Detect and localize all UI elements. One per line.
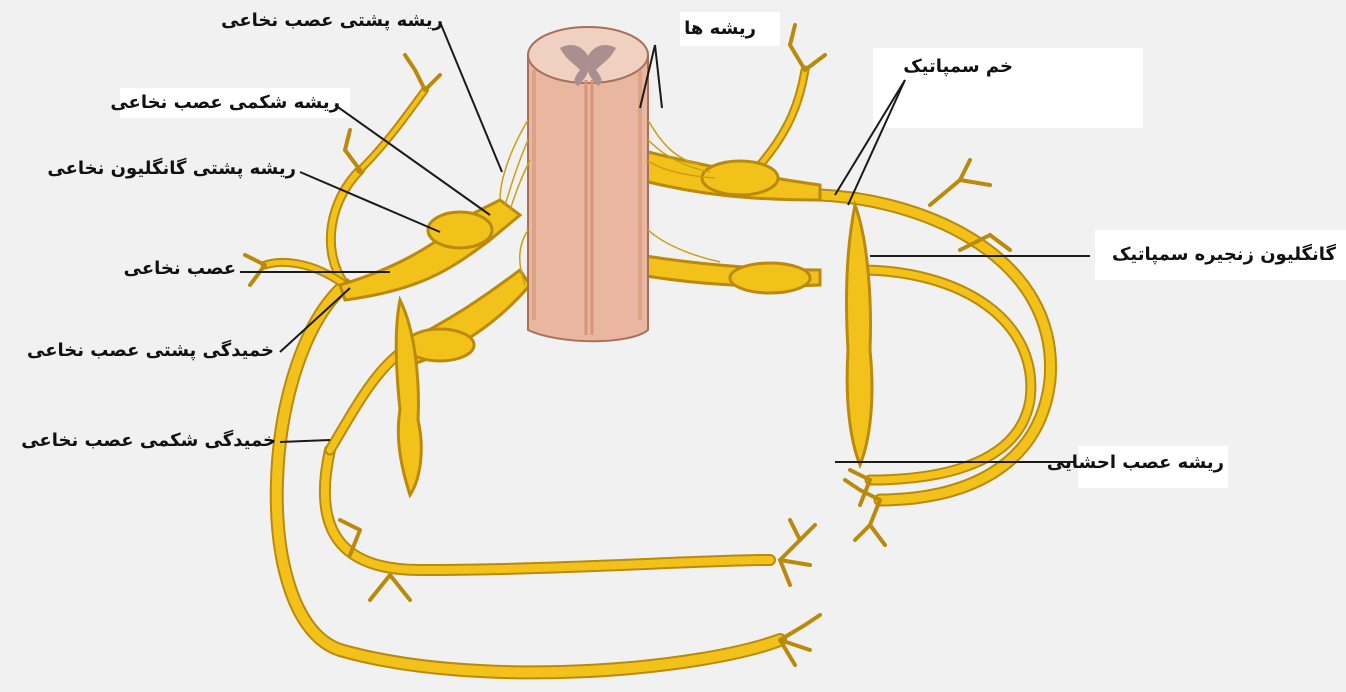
leader-dorsal-ramus <box>280 288 350 352</box>
label-ventral-ramus: خمیدگی شکمی عصب نخاعی <box>21 430 276 452</box>
terminal-branch <box>245 255 265 285</box>
label-dorsal-ramus: خمیدگی پشتی عصب نخاعی <box>27 340 274 362</box>
label-dorsal-root-ganglion: ریشه پشتی گانگلیون نخاعی <box>47 158 296 180</box>
terminal-branch <box>780 520 815 585</box>
leader-sym-ramus-1 <box>835 80 905 195</box>
terminal-branch <box>780 615 820 665</box>
sympathetic-chain-left <box>396 300 421 495</box>
leader-ventral-root <box>335 105 490 215</box>
label-rootlets: ریشه ها <box>684 18 756 40</box>
label-visceral-nerve-root: ریشه عصب احشایی <box>1047 452 1224 474</box>
label-sympathetic-chain-ganglion: گانگلیون زنجیره سمپاتیک <box>1112 244 1336 266</box>
label-sympathetic-ramus: خم سمپاتیک <box>903 56 1013 78</box>
label-ventral-root: ریشه شکمی عصب نخاعی <box>110 92 340 114</box>
leader-dorsal-root <box>440 22 502 172</box>
sympathetic-chain-right <box>846 205 871 465</box>
ventral-trunk-right <box>730 263 810 293</box>
leader-sym-ramus-2 <box>848 80 905 205</box>
leader-drg <box>300 172 440 232</box>
label-spinal-nerve: عصب نخاعی <box>124 258 236 280</box>
leader-rootlets-2 <box>655 45 662 108</box>
terminal-branch <box>790 25 825 70</box>
inner-ventral-loop <box>325 450 770 570</box>
spinal-nerve-left <box>340 200 520 300</box>
terminal-branch <box>405 55 440 90</box>
cord-body <box>528 55 648 341</box>
upper-right-branch <box>760 70 805 165</box>
terminal-branch <box>345 130 360 170</box>
outer-ventral-loop <box>277 285 780 672</box>
terminal-branch <box>930 160 990 205</box>
cord-top <box>528 27 648 83</box>
label-dorsal-root: ریشه پشتی عصب نخاعی <box>221 10 443 32</box>
leader-ventral-ramus <box>280 440 330 442</box>
